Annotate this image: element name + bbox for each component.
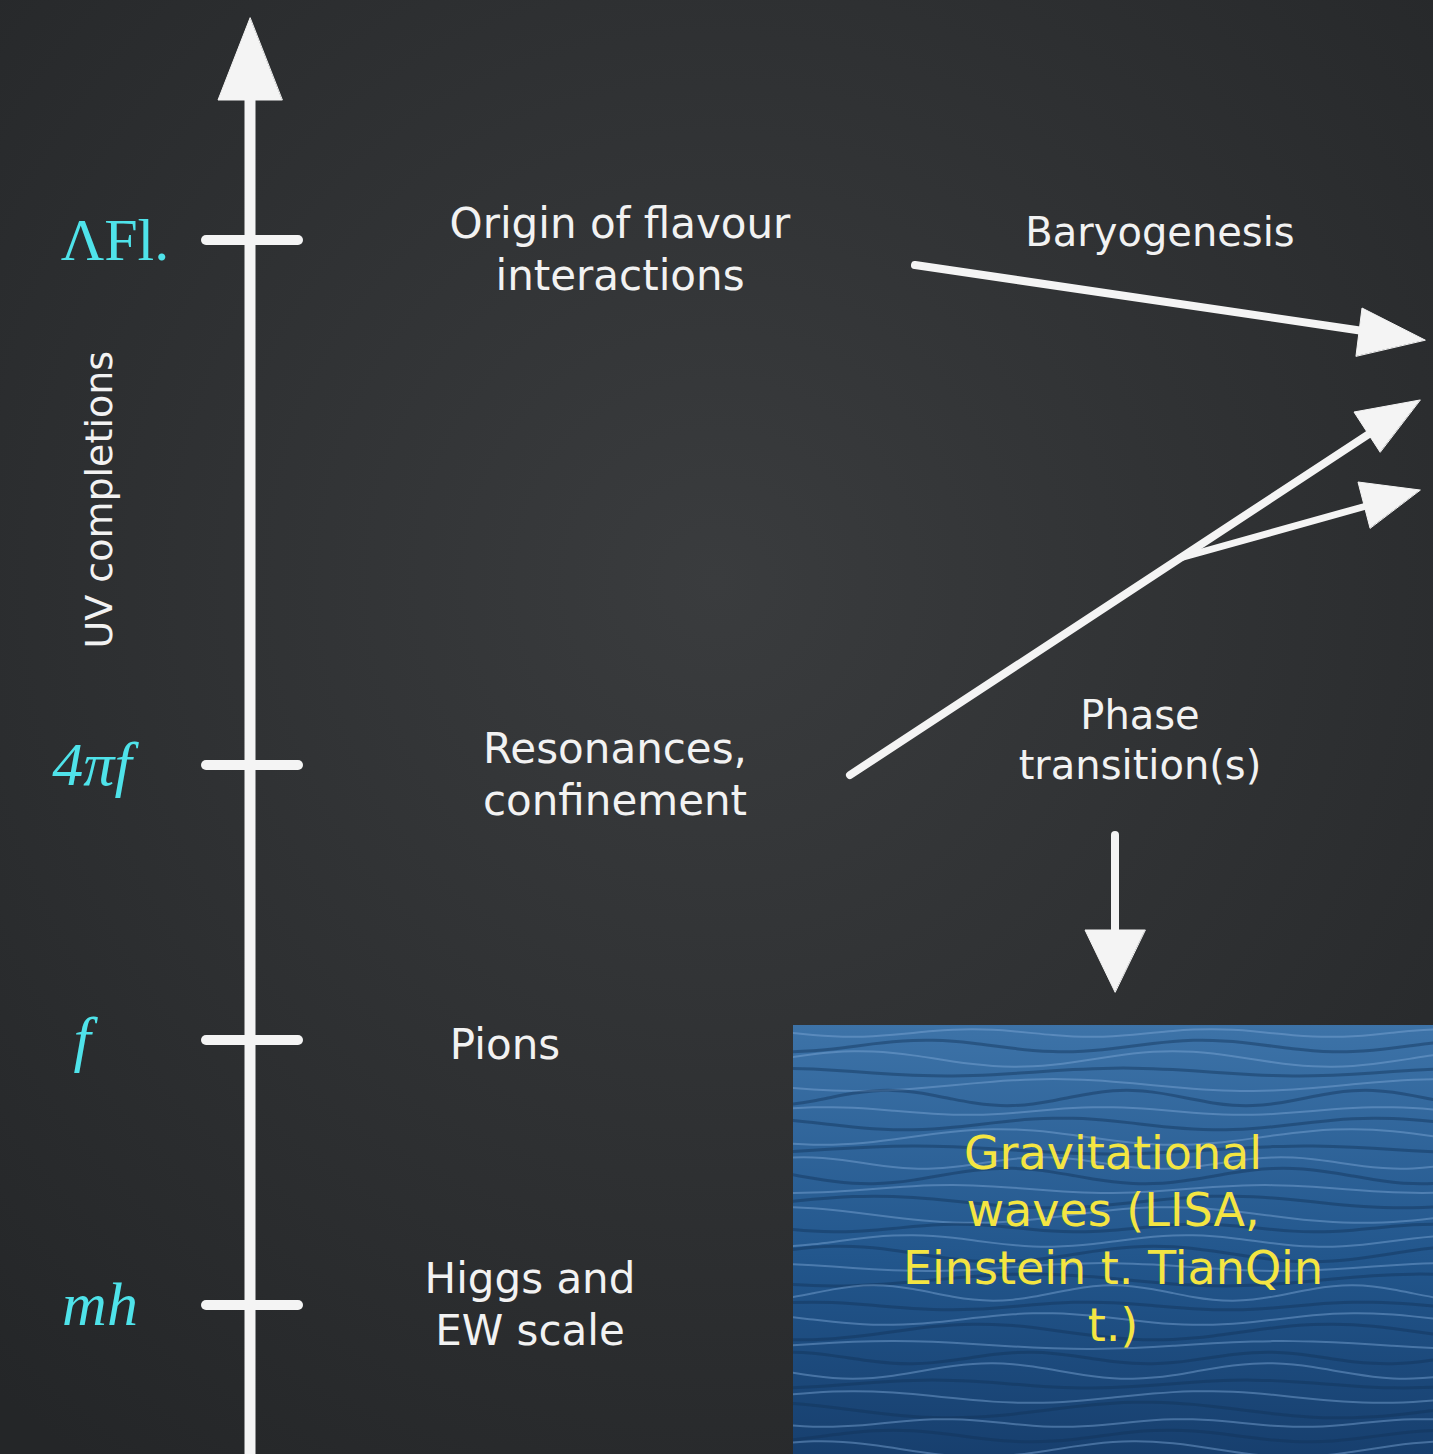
arrowhead [1354,400,1420,452]
axis-tick [206,1035,298,1045]
water-ripple [793,1419,1433,1427]
scale-symbol: f [22,1001,142,1079]
scale-symbol: 4πf [0,726,192,804]
scale-note: Pions [355,1019,655,1072]
scale-symbol: ΛFl. [5,203,225,278]
water-picture [793,1025,1433,1454]
gravitational-waves-panel: Gravitational waves (LISA, Einstein t. T… [793,1025,1433,1454]
arrow-label: Phase transition(s) [970,690,1310,790]
water-ripple [793,1352,1433,1363]
axis-tick [206,235,298,245]
scale-note: Resonances, confinement [445,723,785,828]
panel-text: Gravitational waves (LISA, Einstein t. T… [893,1125,1333,1355]
water-ripple [793,1430,1433,1442]
axis-tick [206,1300,298,1310]
water-ripple [793,1068,1433,1076]
arrowhead [1358,482,1420,528]
water-ripple [793,1090,1433,1106]
water-ripple [793,1107,1433,1115]
water-ripple [793,1380,1433,1388]
water-ripple [793,1391,1433,1403]
baryogenesis-arrow [915,265,1370,332]
water-ripple [793,1363,1433,1378]
water-ripple [793,1441,1433,1454]
gw-arrow [1111,835,1119,940]
water-ripple [793,1051,1433,1067]
axis-tick [206,760,298,770]
arrow-label: Baryogenesis [960,207,1360,257]
arrowhead [1085,930,1145,992]
axis-title: UV completions [76,350,124,650]
scale-symbol: mh [10,1266,190,1344]
axis-arrowhead [218,18,282,100]
scale-note: Higgs and EW scale [390,1253,670,1358]
water-ripple [793,1402,1433,1418]
scale-note: Origin of flavour interactions [340,198,900,303]
water-ripple [793,1040,1433,1052]
arrowhead [1356,308,1425,356]
water-ripple [793,1029,1433,1037]
phase-transition-arrow [1180,505,1370,558]
